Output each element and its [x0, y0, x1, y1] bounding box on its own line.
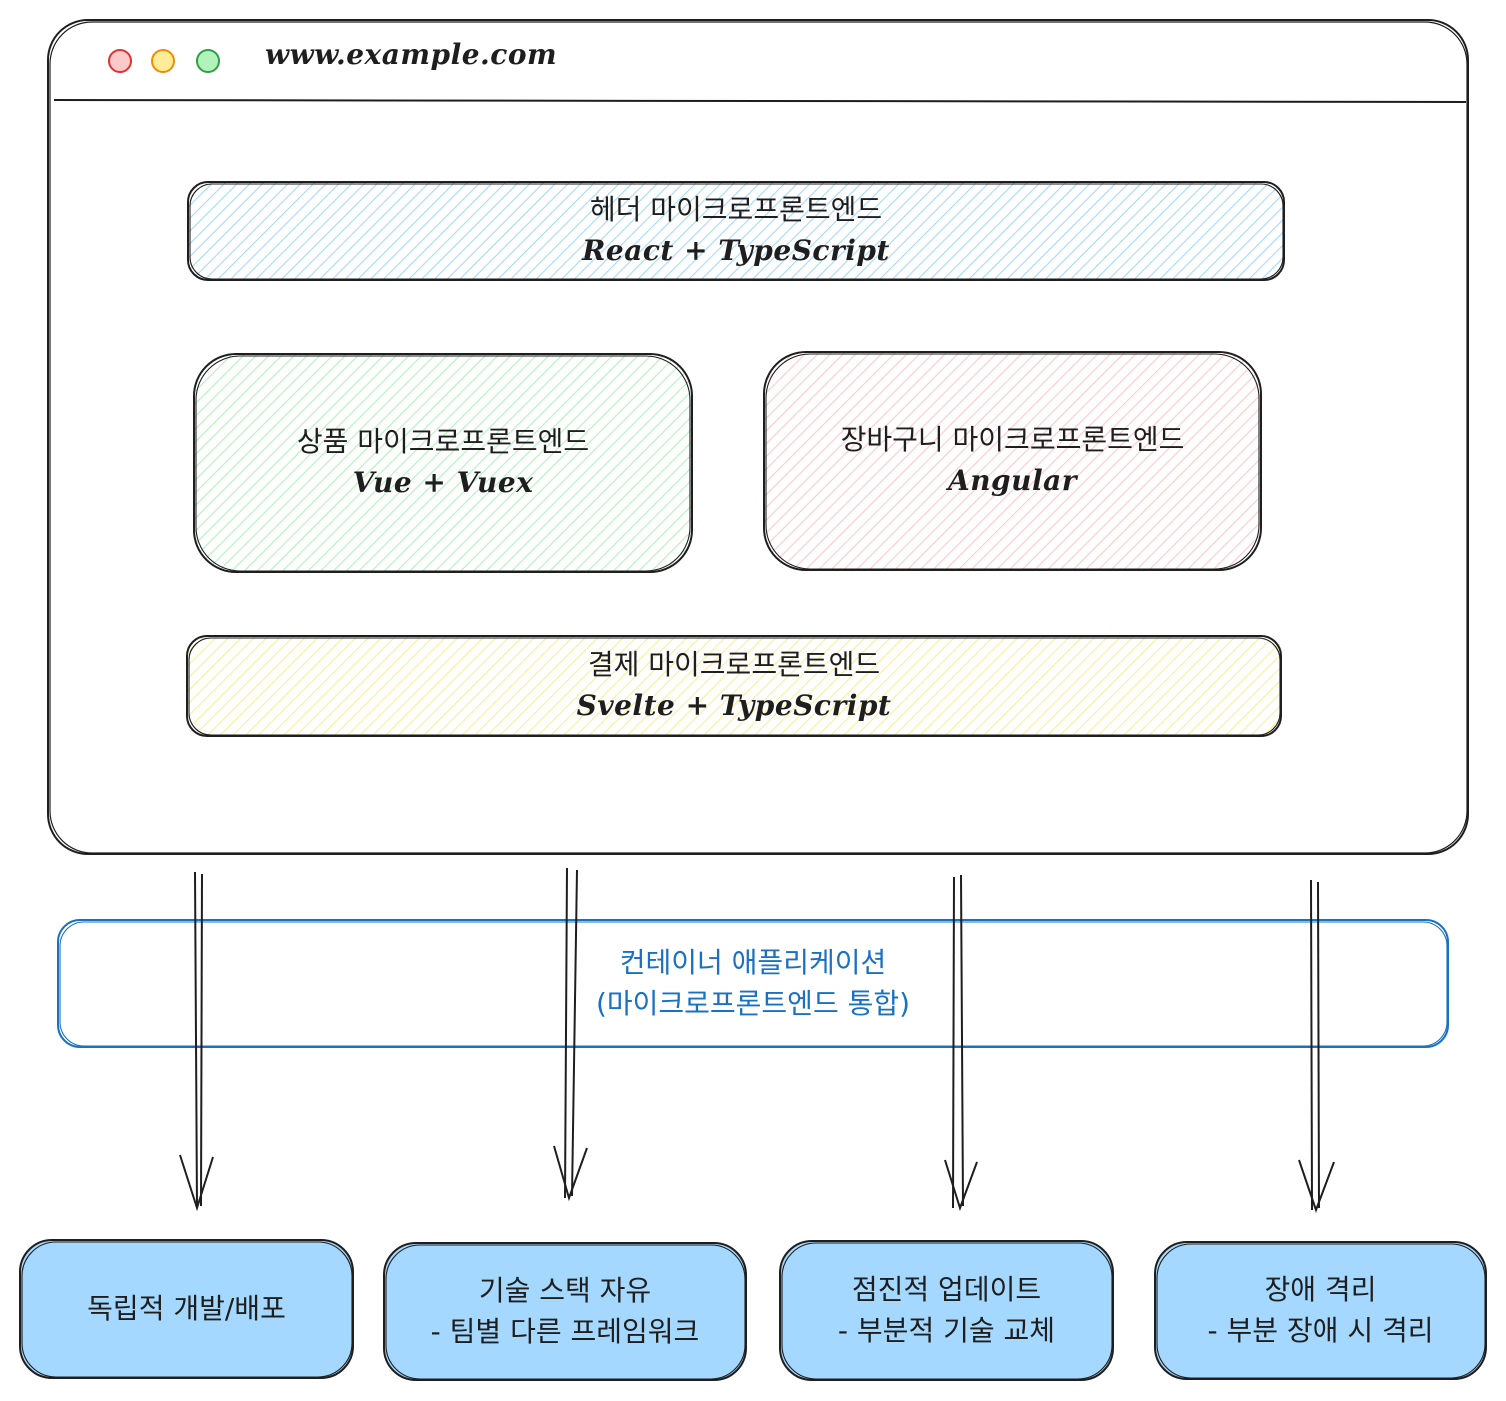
header-microfrontend-title: 헤더 마이크로프론트엔드 [589, 193, 883, 227]
product-microfrontend-label: 상품 마이크로프론트엔드 Vue + Vuex [194, 354, 692, 572]
container-application-subtitle: (마이크로프론트엔드 통합) [595, 986, 911, 1020]
benefit-label-incremental-update: 점진적 업데이트 - 부분적 기술 교체 [780, 1241, 1113, 1380]
container-application-label: 컨테이너 애플리케이션 (마이크로프론트엔드 통합) [58, 920, 1448, 1047]
product-microfrontend-box [193, 353, 693, 573]
payment-microfrontend-label: 결제 마이크로프론트엔드 Svelte + TypeScript [187, 636, 1281, 736]
cart-microfrontend-box [763, 351, 1262, 571]
benefit-box-incremental-update [779, 1240, 1114, 1381]
benefit-detail: - 부분 장애 시 격리 [1207, 1313, 1434, 1347]
arrow-independent-deploy [179, 871, 214, 1212]
header-microfrontend-tech: React + TypeScript [582, 234, 890, 267]
cart-microfrontend-tech: Angular [947, 464, 1078, 497]
address-bar-divider [53, 99, 1467, 103]
benefit-box-tech-freedom [383, 1242, 747, 1381]
benefit-detail: - 팀별 다른 프레임워크 [430, 1314, 700, 1348]
container-application-box [57, 919, 1449, 1048]
product-microfrontend-title: 상품 마이크로프론트엔드 [296, 425, 590, 459]
payment-microfrontend-tech: Svelte + TypeScript [576, 689, 892, 722]
container-application-title: 컨테이너 애플리케이션 [619, 945, 887, 979]
address-url: www.example.com [265, 38, 558, 71]
payment-microfrontend-title: 결제 마이크로프론트엔드 [587, 648, 881, 682]
close-dot-icon[interactable] [108, 49, 132, 73]
maximize-dot-icon[interactable] [196, 49, 220, 73]
browser-window [47, 19, 1469, 855]
benefit-box-independent-deploy [19, 1239, 354, 1379]
benefit-box-fault-isolation [1154, 1241, 1487, 1380]
arrow-fault-isolation [1298, 879, 1335, 1213]
cart-microfrontend-title: 장바구니 마이크로프론트엔드 [840, 423, 1185, 457]
arrow-incremental-update [944, 874, 978, 1212]
benefit-label-fault-isolation: 장애 격리 - 부분 장애 시 격리 [1155, 1242, 1486, 1379]
benefit-label-independent-deploy: 독립적 개발/배포 [20, 1240, 353, 1378]
arrow-tech-freedom [553, 867, 588, 1202]
benefit-title: 독립적 개발/배포 [87, 1291, 286, 1325]
header-microfrontend-label: 헤더 마이크로프론트엔드 React + TypeScript [188, 182, 1284, 280]
minimize-dot-icon[interactable] [151, 49, 175, 73]
product-microfrontend-tech: Vue + Vuex [352, 466, 534, 499]
payment-microfrontend-box [186, 635, 1282, 737]
benefit-label-tech-freedom: 기술 스택 자유 - 팀별 다른 프레임워크 [384, 1243, 746, 1380]
benefit-detail: - 부분적 기술 교체 [837, 1313, 1056, 1347]
benefit-title: 기술 스택 자유 [478, 1273, 652, 1307]
header-microfrontend-box [187, 181, 1285, 281]
benefit-title: 장애 격리 [1264, 1272, 1377, 1306]
benefit-title: 점진적 업데이트 [851, 1272, 1042, 1306]
cart-microfrontend-label: 장바구니 마이크로프론트엔드 Angular [764, 352, 1261, 570]
